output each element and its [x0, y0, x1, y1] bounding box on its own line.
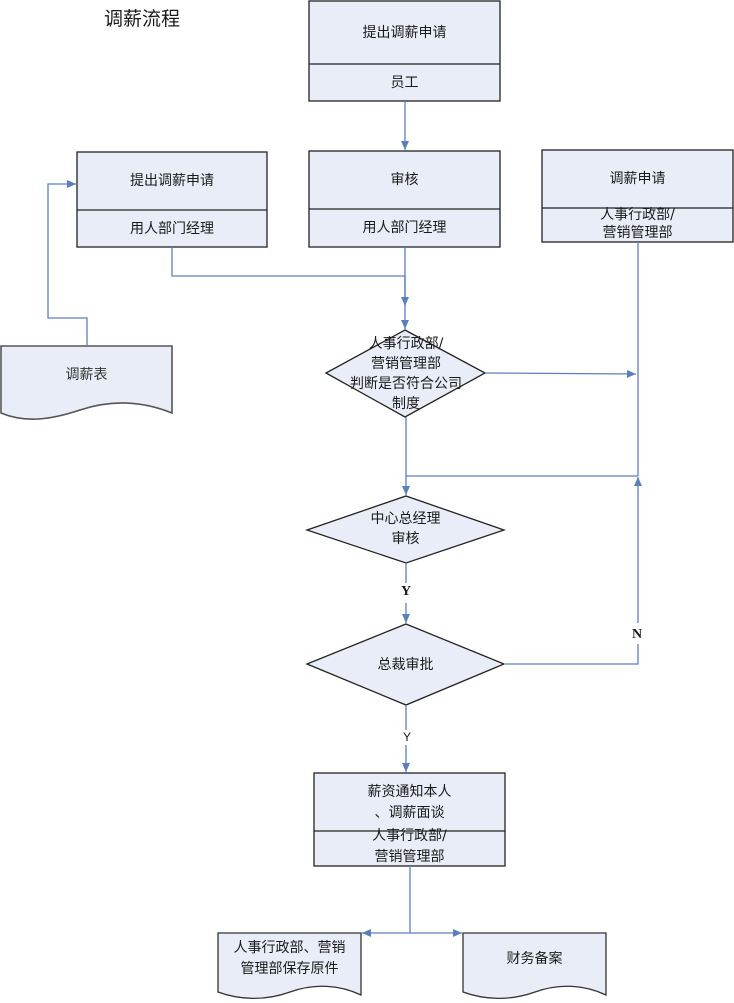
connector-manager-request-to-decision	[171, 247, 405, 277]
manager-request-task: 提出调薪申请	[130, 173, 214, 189]
hr-request-role: 人事行政部/ 营销管理部	[600, 207, 675, 241]
employee-request-task: 提出调薪申请	[362, 24, 447, 41]
salary-form-label: 调薪表	[65, 367, 108, 383]
employee-request-role: 员工	[390, 74, 419, 91]
hr-request-task: 调薪申请	[609, 171, 666, 187]
process-box-notify	[313, 772, 506, 867]
document-shape-hr-archive	[217, 932, 362, 999]
connector-form-to-manager-request	[47, 180, 88, 346]
manager-request-role: 用人部门经理	[130, 220, 214, 237]
hr-archive-label: 人事行政部、营销 管理部保存原件	[233, 940, 346, 977]
edge-label-yes-president: Y	[403, 730, 412, 744]
manager-review-role: 用人部门经理	[362, 220, 447, 236]
document-shape-finance-archive	[462, 932, 607, 999]
center-gm-review-label: 中心总经理 审核	[370, 511, 441, 547]
diagram-title: 调薪流程	[104, 8, 181, 30]
finance-archive-label: 财务备案	[506, 951, 563, 967]
connector-decision-to-right	[484, 369, 637, 378]
edge-label-yes-center-gm: Y	[401, 584, 412, 599]
edge-label-no-president: N	[632, 627, 643, 642]
president-approval-label: 总裁审批	[377, 656, 434, 673]
manager-review-task: 审核	[390, 172, 419, 188]
process-box-employee-request	[308, 0, 501, 102]
document-shape-salary-form	[0, 345, 173, 420]
notify-task: 薪资通知本人 、调薪面谈	[367, 784, 452, 821]
process-box-manager-review	[308, 150, 501, 248]
decision-diamond-hr	[324, 329, 487, 418]
notify-role: 人事行政部/ 营销管理部	[372, 828, 447, 865]
connector-president-no-loop	[504, 644, 639, 665]
hr-decision-label: 人事行政部/ 营销管理部 判断是否符合公司 制度	[350, 335, 462, 412]
